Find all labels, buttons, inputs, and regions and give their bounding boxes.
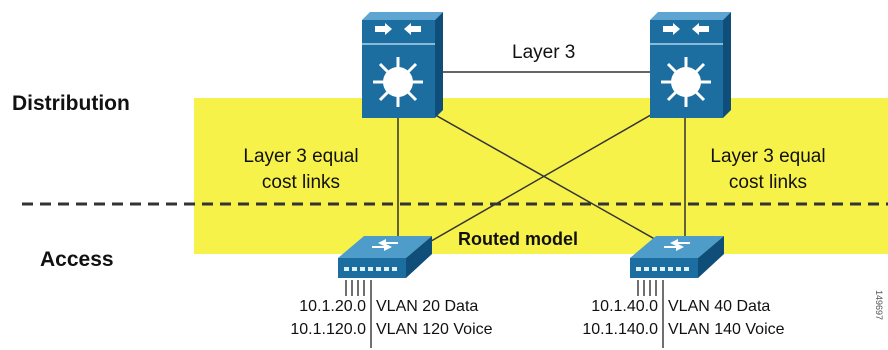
subnet-ip-left-voice: 10.1.120.0 — [290, 321, 366, 338]
subnet-ip-right-data: 10.1.40.0 — [591, 298, 658, 315]
host-ports-right — [637, 280, 664, 348]
link-right-dist-left-access — [425, 111, 657, 245]
vlan-right-data: VLAN 40 Data — [668, 298, 771, 315]
access-switch-right-icon — [630, 236, 724, 278]
link-label-left: Layer 3 equal cost links — [226, 144, 376, 196]
link-label-right-line2: cost links — [728, 172, 808, 193]
link-label-right-line1: Layer 3 equal — [710, 146, 826, 167]
subnet-ip-left-data: 10.1.20.0 — [299, 298, 366, 315]
access-switch-left-icon — [338, 236, 432, 278]
figure-id: 149697 — [874, 290, 884, 321]
link-left-dist-right-access — [429, 111, 661, 243]
subnet-ip-right-voice: 10.1.140.0 — [582, 321, 658, 338]
link-label-left-line2: cost links — [261, 172, 341, 193]
vlan-right-voice: VLAN 140 Voice — [668, 321, 785, 338]
routed-model-label: Routed model — [458, 229, 578, 249]
host-ports-left — [345, 280, 372, 348]
link-label-layer3: Layer 3 — [512, 42, 576, 63]
routed-zone — [194, 98, 888, 254]
distribution-switch-left-icon — [362, 12, 443, 118]
vlan-left-data: VLAN 20 Data — [376, 298, 479, 315]
tier-label-access: Access — [40, 248, 114, 271]
distribution-switch-right-icon — [650, 12, 731, 118]
vlan-left-voice: VLAN 120 Voice — [376, 321, 493, 338]
link-label-left-line1: Layer 3 equal — [243, 146, 359, 167]
link-label-right: Layer 3 equal cost links — [689, 144, 847, 196]
tier-label-distribution: Distribution — [12, 92, 130, 115]
